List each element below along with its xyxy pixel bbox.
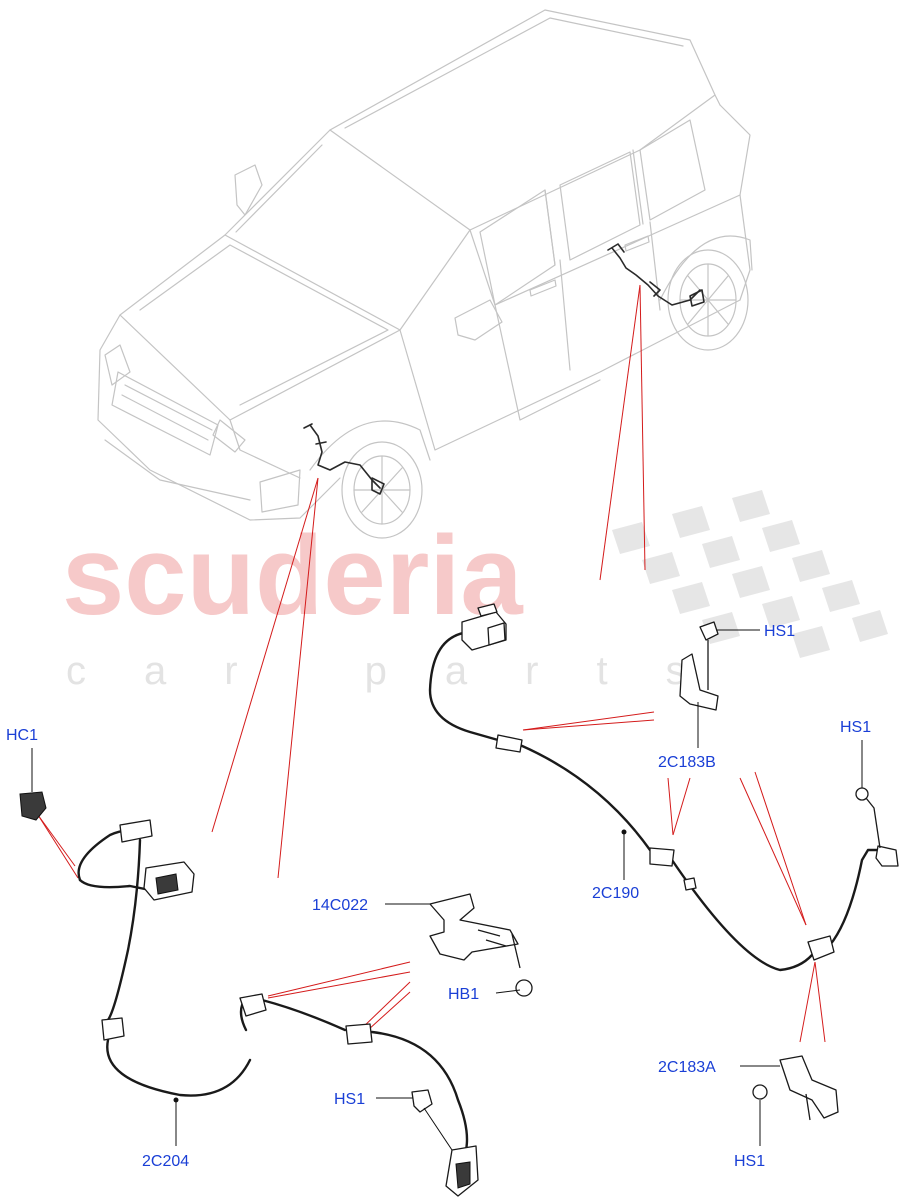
- bracket-2c183a: [779, 1055, 839, 1119]
- label-2c183b[interactable]: 2C183B: [658, 754, 716, 771]
- bracket-14c022: [429, 893, 519, 961]
- label-hs1-left-sensor[interactable]: HS1: [334, 1091, 365, 1108]
- bolt-hs1-bottom-right: [752, 1084, 768, 1100]
- clip-hc1: [19, 791, 47, 821]
- bracket-2c183b-group: [679, 621, 760, 748]
- wheel-speed-sensor-rear: [875, 845, 899, 867]
- rear-sensor-cable-2c190: [428, 603, 899, 972]
- label-hb1[interactable]: HB1: [448, 986, 479, 1003]
- bolt-hs1-right: [855, 787, 869, 801]
- grommet: [345, 1023, 373, 1045]
- bolt-hs1-left: [411, 1089, 433, 1113]
- grommet: [807, 935, 835, 961]
- part-labels: HS1 HS1 HC1 2C183B 14C022 2C190 HB1 2C18…: [6, 623, 871, 1170]
- label-hc1[interactable]: HC1: [6, 727, 38, 744]
- label-2c190[interactable]: 2C190: [592, 885, 639, 902]
- grommet: [649, 847, 675, 867]
- watermark-brand: scuderia: [62, 513, 523, 638]
- hc1-group: [19, 748, 47, 821]
- bracket-2c183a-group: [740, 1055, 839, 1146]
- label-2c183a[interactable]: 2C183A: [658, 1059, 716, 1076]
- label-14c022[interactable]: 14C022: [312, 897, 368, 914]
- bolt-hb1: [515, 979, 533, 997]
- bolt-hs1-top: [699, 621, 719, 641]
- bracket-14c022-group: [385, 893, 533, 997]
- vehicle-outline: [97, 9, 753, 539]
- hs1-right-group: [855, 740, 881, 849]
- label-hs1-bottom-right[interactable]: HS1: [734, 1153, 765, 1170]
- callout-lines: [37, 284, 826, 1043]
- grommet: [239, 993, 267, 1017]
- label-hs1-right-sensor[interactable]: HS1: [840, 719, 871, 736]
- label-2c204[interactable]: 2C204: [142, 1153, 189, 1170]
- label-leaders: [173, 829, 627, 1146]
- hs1-left-group: [376, 1089, 453, 1151]
- grommet: [495, 734, 523, 753]
- checkered-flag-watermark: [612, 490, 888, 658]
- front-sensor-cable-2c204: [77, 819, 479, 1197]
- grommet: [101, 1017, 125, 1041]
- watermark-tagline: car parts: [66, 649, 744, 693]
- label-hs1-top-bracket[interactable]: HS1: [764, 623, 795, 640]
- watermark: scuderia car parts: [62, 490, 888, 693]
- bracket-2c183b: [679, 653, 719, 711]
